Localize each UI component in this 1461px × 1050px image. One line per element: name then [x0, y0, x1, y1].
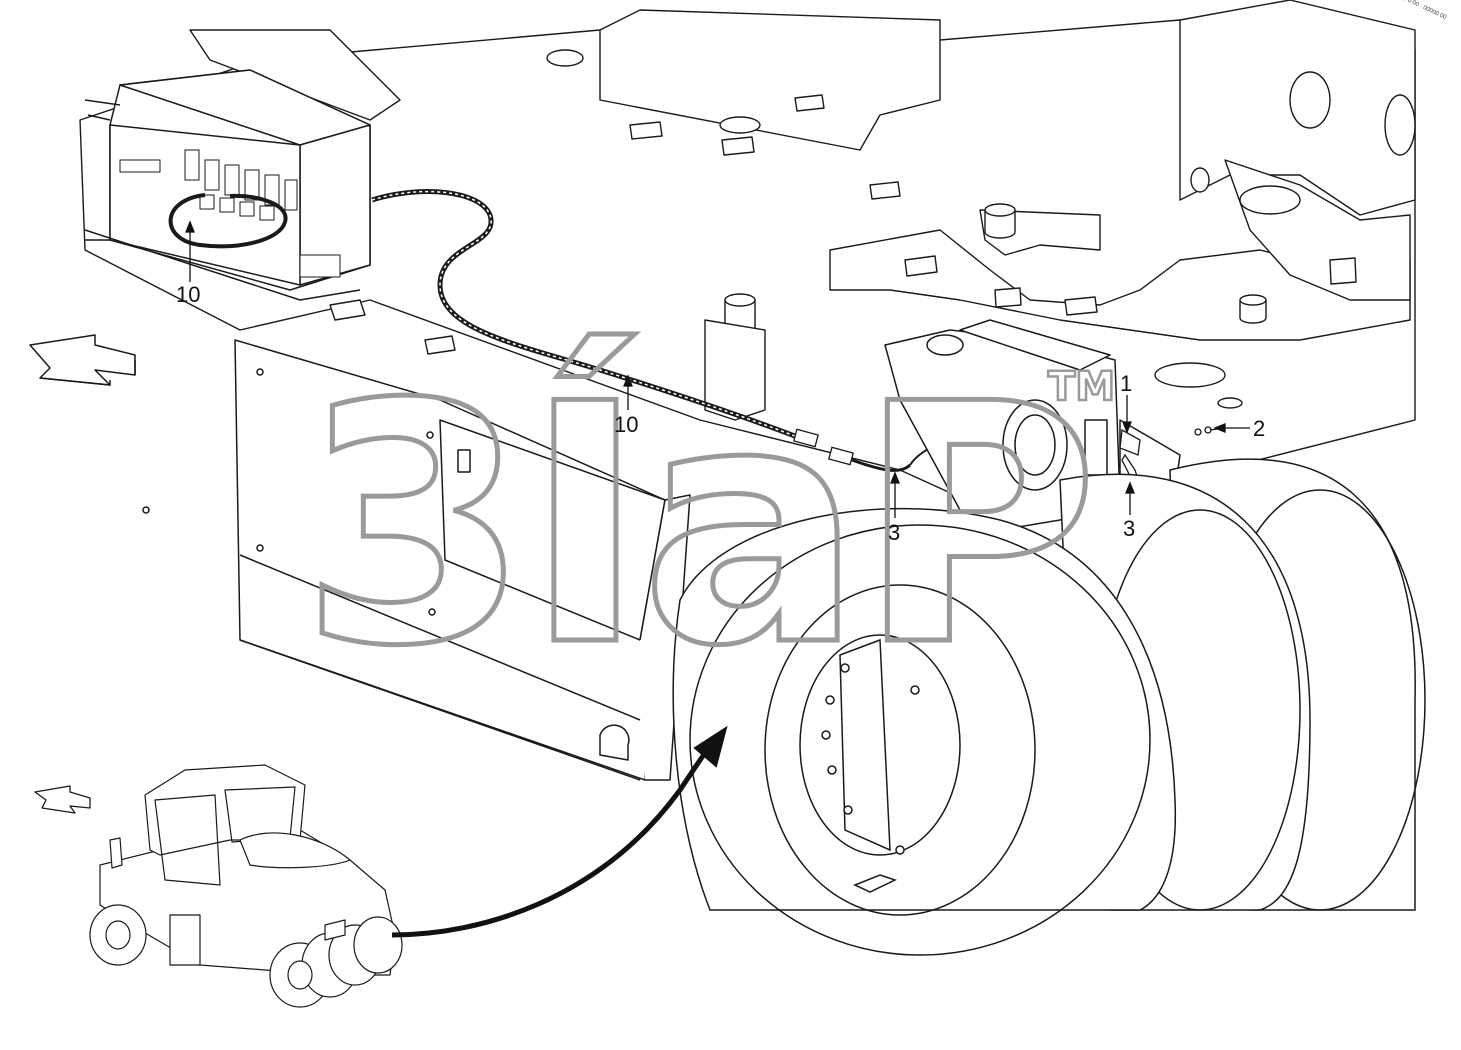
- callout-part-1: 1: [1120, 371, 1132, 396]
- direction-arrow-large: [29, 334, 136, 386]
- roller-overview-thumbnail: [89, 764, 403, 1008]
- hardware-bolts: [1119, 426, 1226, 487]
- leader-lines: [185, 220, 1250, 518]
- watermark-tm: TM: [1048, 364, 1115, 410]
- side-panel: [142, 339, 691, 781]
- callout-part-3-left: 3: [888, 520, 900, 545]
- callout-cable-10-upper: 10: [176, 282, 200, 307]
- callout-cable-10-lower: 10: [614, 412, 638, 437]
- direction-arrow-small: [34, 785, 91, 814]
- callout-part-3-right: 3: [1123, 516, 1135, 541]
- electrical-control-box: [84, 69, 371, 301]
- callout-labels: 10 10 1 2 3 3: [176, 282, 1265, 545]
- zoom-indicator-arrow: [391, 738, 717, 938]
- corner-drawing-code: 0 0 00 · 00000 00: [1402, 0, 1448, 21]
- callout-part-2: 2: [1253, 416, 1265, 441]
- wheel-front: [672, 507, 1177, 956]
- watermark: 3ÍaP TM: [298, 328, 1117, 720]
- cable-loop: [168, 193, 288, 249]
- watermark-text: 3ÍaP: [300, 331, 1093, 718]
